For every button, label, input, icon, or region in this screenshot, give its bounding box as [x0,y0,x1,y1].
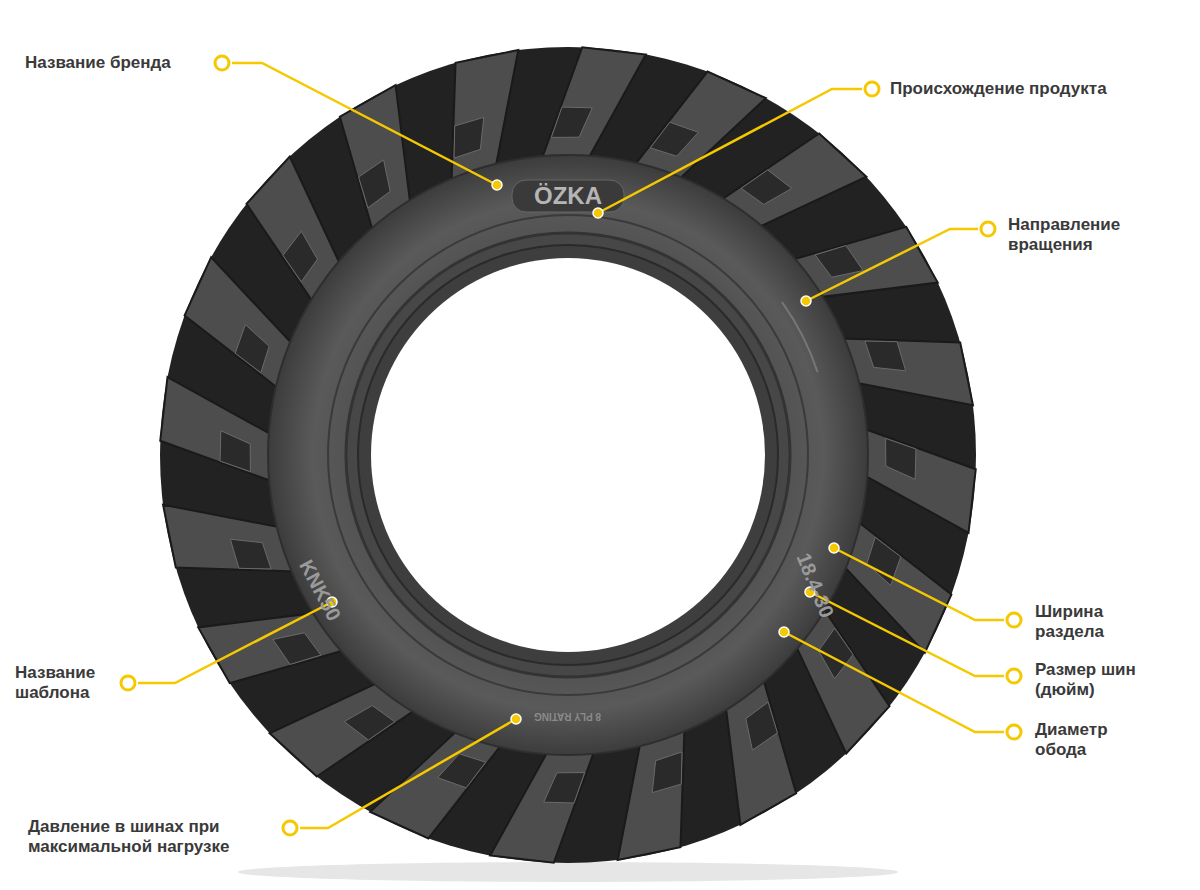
sidewall-ring [328,215,808,695]
lug-slot [454,117,484,158]
tread-lug [844,522,951,653]
callout-dot [121,676,135,690]
tread-lug [185,257,292,388]
callout-dot [1007,725,1021,739]
target-dot [511,714,521,724]
tire-marking: ÖZKA [534,182,602,210]
lug-slot [359,160,391,208]
target-dot [492,180,502,190]
leader-lines [121,56,1021,835]
lug-slot [886,438,916,479]
lug-slot [273,633,321,665]
tread-lug [635,72,766,179]
tread-lug [160,377,271,481]
callout-label: Ширина раздела [1035,602,1155,642]
lug-slot [220,431,250,472]
callout-label: Направление вращения [1008,215,1158,255]
tire [160,47,976,863]
leader-line [598,89,862,213]
bead-ring [358,245,778,665]
callout-dot [215,56,229,70]
tread-lug [542,47,646,158]
lug-slot [865,341,906,371]
callout-label: Диаметр обода [1035,720,1155,760]
lug-slot [652,752,682,793]
tread-lug [370,731,501,838]
callout-label: Название шаблона [15,663,120,703]
callout-label: Давление в шинах при максимальной нагруз… [28,817,273,857]
lug-slot [551,107,592,137]
rotation-arrow [781,301,818,372]
leader-line [300,719,516,828]
callout-dot [865,82,879,96]
shadow [238,862,898,882]
bead-ring [346,233,790,677]
tire-marking: 8 PLY RATING [534,711,601,722]
tire-hole [371,258,765,652]
callout-dot [1007,669,1021,683]
callout-label: Размер шин (дюйм) [1035,660,1155,700]
lug-slot [741,170,791,204]
lug-slot [235,325,269,373]
callout-label: Происхождение продукта [890,79,1190,99]
target-dot [593,208,603,218]
target-dot [829,543,839,553]
leader-line [232,63,497,185]
leader-line [784,632,1004,732]
target-dot [779,627,789,637]
sidewall [268,155,868,755]
lug-slot [230,539,271,569]
lug-slot [650,122,698,156]
callout-dot [981,222,995,236]
leader-line [810,592,1004,676]
lug-slot [344,706,394,740]
callout-label: Название бренда [25,53,215,73]
tread-lug [865,429,976,533]
lug-slot [746,702,778,750]
leader-line [138,602,332,683]
callout-dot [283,821,297,835]
target-dot [801,296,811,306]
lug-slot [815,246,863,278]
tread-base [160,47,976,863]
leader-line [806,229,978,301]
lug-slot [283,231,317,281]
callout-dot [1007,613,1021,627]
leader-line [834,548,1004,620]
lug-slot [544,773,585,803]
tread-lug [490,752,594,863]
